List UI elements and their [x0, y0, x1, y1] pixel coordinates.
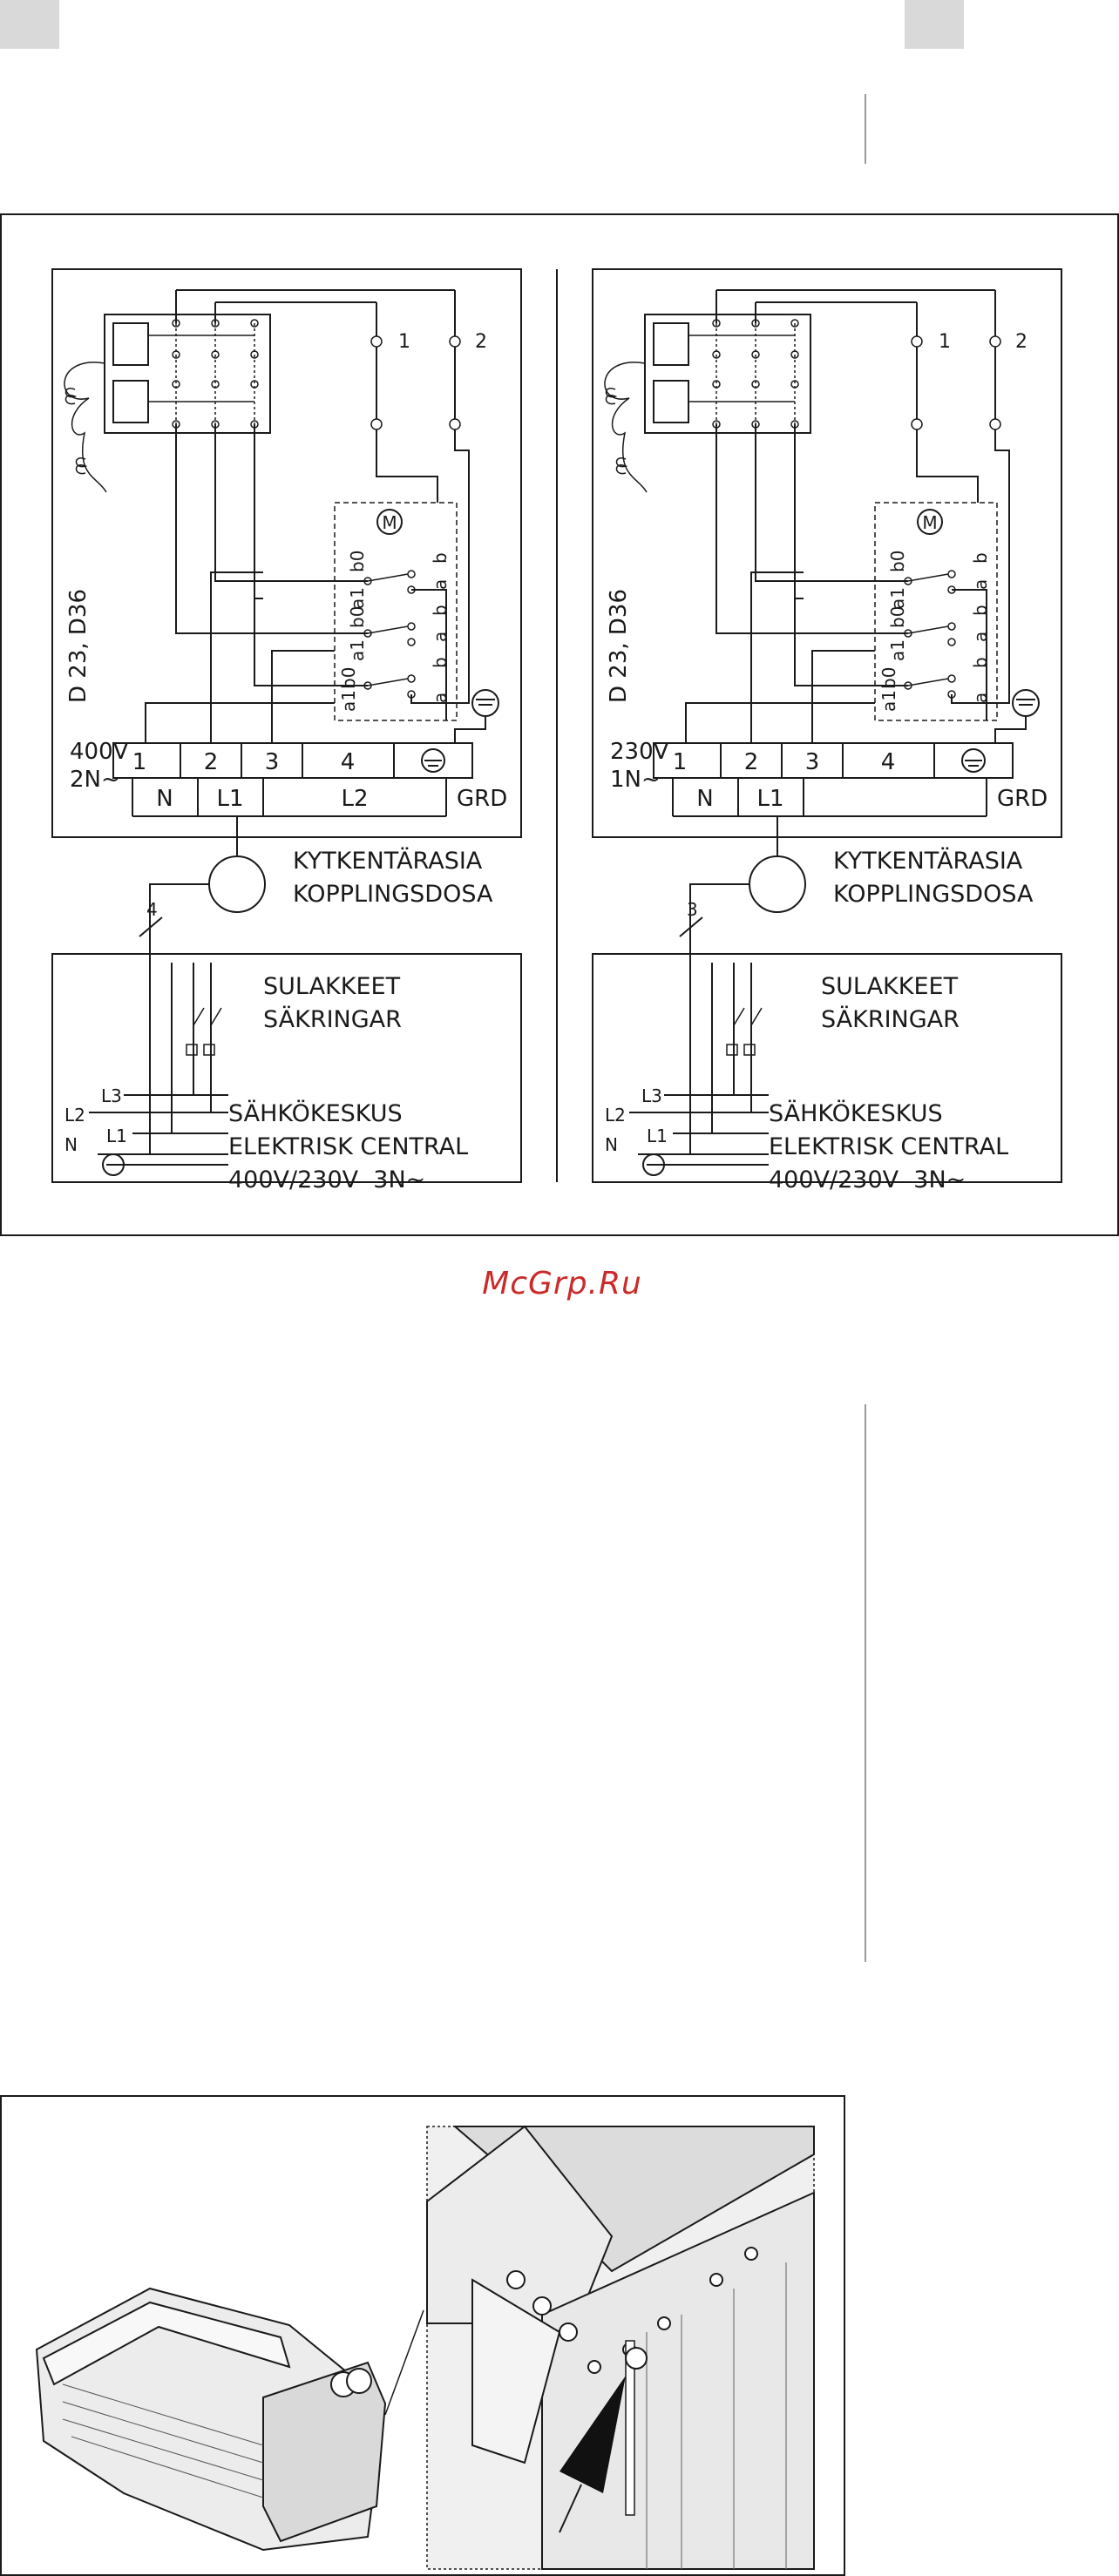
- switch-point-1: 1: [939, 331, 951, 353]
- wiring-diagram-frame: D 23, D36 400V 2N~ 1 2 3 4 N L1 L2 GRD 1…: [0, 213, 1119, 1236]
- margin-rule-middle: [865, 1404, 866, 1962]
- switch-point-2: 2: [475, 331, 487, 353]
- heater-body-drawing: [35, 2287, 387, 2552]
- contact-a-2: a: [430, 632, 451, 642]
- contact-b0-1: b0: [887, 551, 908, 572]
- contact-a-1: a: [430, 579, 451, 590]
- contact-a1-1: a1: [347, 587, 368, 609]
- junction-box-fi: KYTKENTÄRASIA: [833, 847, 1023, 875]
- central-sv: ELEKTRISK CENTRAL: [228, 1133, 468, 1160]
- phase-l2: L2: [605, 1105, 626, 1126]
- installation-illustration-frame: [0, 2095, 845, 2576]
- terminal-3: 3: [265, 749, 280, 775]
- motor-label: M: [382, 512, 397, 533]
- contact-b-2: b: [430, 605, 451, 616]
- supply-n: N: [156, 786, 173, 812]
- ground-label: GRD: [457, 786, 507, 812]
- contact-a1-2: a1: [887, 639, 908, 661]
- margin-rule-top: [865, 94, 866, 164]
- contact-a-2: a: [970, 632, 991, 642]
- contact-b-1: b: [970, 552, 991, 564]
- central-fi: SÄHKÖKESKUS: [769, 1099, 943, 1127]
- pointer-arrow-icon: [560, 2376, 626, 2493]
- installation-illustration: [35, 2125, 815, 2570]
- contact-b0-2: b0: [887, 606, 908, 628]
- phase-l3: L3: [641, 1085, 662, 1106]
- ground-label: GRD: [997, 786, 1048, 812]
- contact-b0-2: b0: [347, 606, 368, 628]
- terminal-2: 2: [744, 749, 759, 775]
- wiring-diagram: D 23, D36 400V 2N~ 1 2 3 4 N L1 L2 GRD 1…: [51, 268, 1062, 1193]
- central-fi: SÄHKÖKESKUS: [228, 1099, 403, 1127]
- phase-l1: L1: [647, 1126, 668, 1146]
- phase-n: N: [605, 1134, 618, 1155]
- contact-a-3: a: [970, 693, 991, 703]
- phase-n: N: [64, 1134, 78, 1155]
- contact-a1-3: a1: [338, 690, 359, 712]
- contact-a1-2: a1: [347, 639, 368, 661]
- diagram-400v: D 23, D36 400V 2N~ 1 2 3 4 N L1 L2 GRD 1…: [51, 268, 522, 1193]
- phase-l3: L3: [101, 1085, 122, 1106]
- contact-b-3: b: [970, 657, 991, 668]
- fuses-fi: SULAKKEET: [821, 973, 959, 1000]
- junction-box-sv: KOPPLINGSDOSA: [293, 881, 493, 908]
- terminal-1: 1: [132, 749, 147, 775]
- contact-b0-1: b0: [347, 551, 368, 572]
- phase-label: 2N~: [70, 767, 120, 793]
- model-label: D 23, D36: [606, 589, 632, 703]
- watermark: McGrp.Ru: [482, 1266, 642, 1302]
- contact-a1-3: a1: [878, 690, 899, 712]
- corner-tab-right: [905, 0, 964, 49]
- model-label: D 23, D36: [65, 589, 92, 703]
- mains-label: 400V/230V 3N~: [769, 1166, 966, 1193]
- cable-cores: 4: [146, 899, 158, 920]
- terminal-4: 4: [341, 749, 356, 775]
- terminal-1: 1: [673, 749, 688, 775]
- fuses-fi: SULAKKEET: [263, 973, 401, 1000]
- terminal-3: 3: [805, 749, 820, 775]
- junction-box-fi: KYTKENTÄRASIA: [293, 847, 483, 875]
- fuses-sv: SÄKRINGAR: [821, 1005, 960, 1033]
- phase-l2: L2: [64, 1105, 85, 1126]
- contact-a-3: a: [430, 693, 451, 703]
- supply-n: N: [696, 786, 713, 812]
- supply-l1: L1: [216, 786, 243, 812]
- terminal-2: 2: [204, 749, 219, 775]
- contact-b-1: b: [430, 552, 451, 564]
- supply-l2: L2: [341, 786, 368, 812]
- diagram-230v: D 23, D36 230V 1N~ 1 2 3 4 N L1 GRD 1 2 …: [592, 268, 1062, 1193]
- switch-point-1: 1: [398, 331, 410, 353]
- central-sv: ELEKTRISK CENTRAL: [769, 1133, 1008, 1160]
- motor-label: M: [922, 512, 937, 533]
- corner-tab-left: [0, 0, 59, 49]
- contact-a-1: a: [970, 579, 991, 590]
- contact-b0-3: b0: [338, 667, 359, 689]
- phase-label: 1N~: [610, 767, 661, 793]
- contact-b0-3: b0: [878, 667, 899, 689]
- junction-box-sv: KOPPLINGSDOSA: [833, 881, 1034, 908]
- fuses-sv: SÄKRINGAR: [263, 1005, 402, 1033]
- voltage-label: 400V: [70, 739, 129, 765]
- cable-cores: 3: [687, 899, 698, 920]
- phase-l1: L1: [106, 1126, 127, 1146]
- voltage-label: 230V: [610, 739, 669, 765]
- mains-label: 400V/230V 3N~: [228, 1166, 425, 1193]
- supply-l1: L1: [756, 786, 783, 812]
- terminal-4: 4: [881, 749, 896, 775]
- contact-b-2: b: [970, 605, 991, 616]
- contact-a1-1: a1: [887, 587, 908, 609]
- switch-point-2: 2: [1015, 331, 1027, 353]
- contact-b-3: b: [430, 657, 451, 668]
